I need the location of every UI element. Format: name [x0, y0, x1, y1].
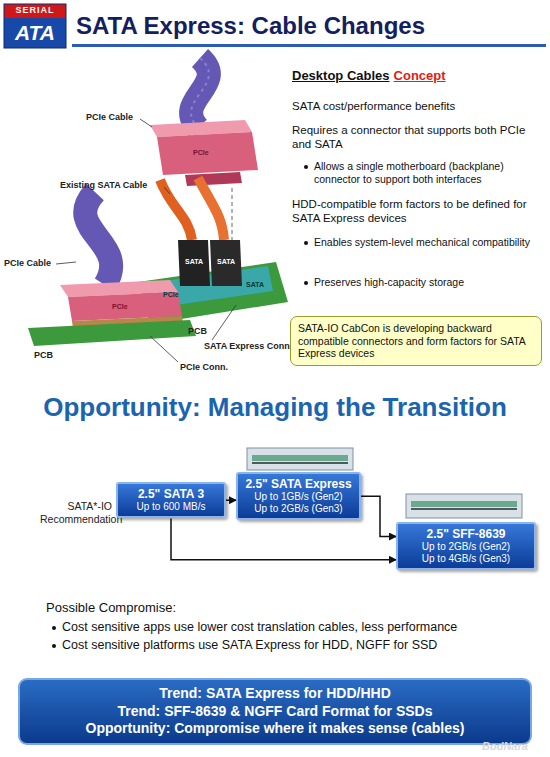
leader-lines-part	[140, 119, 152, 127]
connector-marking: SATA	[217, 258, 235, 266]
logo-text: ATA	[4, 20, 66, 45]
connector-marking: SATA	[246, 281, 264, 289]
note-box: SATA-IO CabCon is developing backward co…	[290, 316, 542, 366]
slide-title: SATA Express: Cable Changes	[76, 12, 425, 41]
logo-part	[4, 4, 66, 18]
sata-cables-part	[160, 180, 192, 240]
node-text: Trend: SATA Express for HDD/HHD	[28, 685, 522, 703]
pcie-connector-top	[150, 120, 258, 186]
logo-text: SERIAL	[4, 5, 66, 16]
pcie-cable-top-part	[191, 58, 209, 128]
pcie-cable-top	[191, 58, 209, 128]
flow-label: SATA*-IO Recommendation	[40, 500, 112, 525]
leader-lines-part	[56, 262, 76, 264]
part-label: PCIe Conn.	[180, 362, 228, 373]
watermark: BodNara	[482, 740, 528, 753]
bullet-text: Cost sensitive apps use lower cost trans…	[50, 620, 530, 635]
pcie-connector-left-part	[68, 292, 182, 321]
body-text: SATA cost/performance benefits	[292, 100, 544, 114]
header-rule-part	[72, 44, 546, 47]
sata-connectors-part	[178, 240, 210, 286]
node-text: Up to 600 MB/s	[124, 501, 218, 513]
connector-marking: SATA	[185, 258, 203, 266]
pcie-cable-left	[85, 192, 111, 285]
node-text: Up to 4GB/s (Gen3)	[404, 553, 528, 565]
node-text: Up to 1GB/s (Gen2)	[244, 491, 353, 503]
flow-arrow	[361, 496, 396, 536]
flow-arrow	[171, 518, 396, 559]
node-text: Up to 2GB/s (Gen2)	[404, 541, 528, 553]
section-heading: Desktop Cables	[292, 68, 390, 84]
bullet-text: Cost sensitive platforms use SATA Expres…	[50, 638, 530, 653]
connector-thumbnail-2-part	[406, 494, 522, 518]
pcie-cable-top-part	[191, 58, 209, 128]
section-heading: Concept	[394, 68, 446, 84]
pcie-connector-top-part	[185, 172, 242, 186]
section-heading: Opportunity: Managing the Transition	[0, 392, 550, 423]
node-text: SATA-IO CabCon is developing backward co…	[298, 322, 534, 360]
process-box: 2.5" SFF-8639Up to 2GB/s (Gen2)Up to 4GB…	[396, 522, 536, 570]
body-text: HDD-compatible form factors to be define…	[292, 198, 544, 226]
node-text: Trend: SFF-8639 & NGFF Card Format for S…	[28, 703, 522, 721]
pcb-left	[28, 316, 196, 346]
node-text: Up to 2GB/s (Gen3)	[244, 503, 353, 515]
connector-marking: PCIe	[193, 149, 209, 157]
connector-marking: PCIe	[112, 303, 128, 311]
pcie-connector-top-part	[157, 132, 258, 175]
pcb-left-part	[28, 320, 196, 346]
connector-thumbnail-2-part	[411, 508, 517, 510]
bullet-text: Preserves high-capacity storage	[302, 276, 544, 289]
connector-thumbnail-2-part	[411, 501, 517, 507]
sata-cables-part	[198, 178, 224, 240]
process-box: 2.5" SATA 3Up to 600 MB/s	[116, 482, 226, 518]
logo	[4, 4, 66, 48]
node-text: Opportunity: Compromise where it makes s…	[28, 720, 522, 738]
logo-part	[4, 18, 66, 48]
pcie-connector-left	[60, 280, 182, 321]
connector-marking: PCIe	[163, 291, 179, 299]
part-label: PCIe Cable	[86, 112, 133, 123]
flow-arrow	[226, 499, 236, 501]
sata-connectors	[178, 240, 242, 286]
part-label: Existing SATA Cable	[60, 180, 147, 191]
sata-connectors-part	[210, 240, 242, 286]
sata-cables	[160, 178, 224, 240]
part-label: SATA Express Conn	[204, 341, 290, 352]
node-text: 2.5" SATA 3	[124, 487, 218, 501]
body-text: Possible Compromise:	[46, 600, 526, 616]
node-text: 2.5" SFF-8639	[404, 527, 528, 541]
connector-thumbnail-1-part	[252, 455, 348, 461]
part-label: PCIe Cable	[4, 258, 51, 269]
summary-band: Trend: SATA Express for HDD/HHDTrend: SF…	[18, 678, 532, 745]
logo-part	[4, 4, 66, 48]
pcie-cable-left-part	[85, 192, 111, 285]
connector-thumbnail-1-part	[252, 462, 348, 464]
bullet-text: Enables system-level mechanical compatib…	[302, 236, 544, 249]
part-label: PCB	[188, 326, 207, 337]
leader-lines-part	[150, 336, 178, 362]
bullet-text: Allows a single motherboard (backplane) …	[302, 160, 544, 185]
connector-thumbnail-1-part	[247, 448, 353, 470]
node-text: 2.5" SATA Express	[244, 477, 353, 491]
part-label: PCB	[34, 350, 53, 361]
connector-thumbnail-2	[406, 494, 522, 518]
body-text: Requires a connector that supports both …	[292, 124, 544, 152]
header-rule	[72, 44, 546, 47]
leader-lines	[56, 119, 236, 362]
leader-lines-part	[164, 187, 170, 194]
process-box: 2.5" SATA ExpressUp to 1GB/s (Gen2)Up to…	[236, 472, 361, 520]
connector-thumbnail-1	[247, 448, 353, 470]
leader-lines-part	[212, 305, 236, 340]
